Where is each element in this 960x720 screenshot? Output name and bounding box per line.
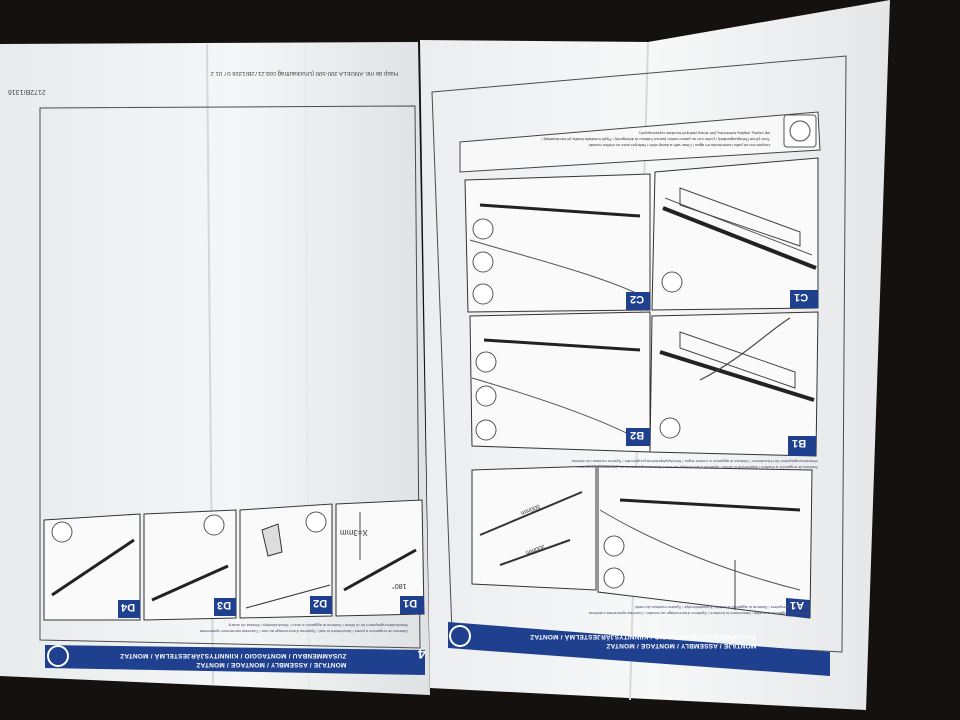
panel-b2 <box>469 311 651 453</box>
panel-b1 <box>649 311 819 457</box>
panel-label-b2: B2 <box>630 429 645 441</box>
left-step-header: MONTAJE / ASSEMBLY / MONTAGE / MONTAZ ZU… <box>120 652 347 668</box>
panel-a1 <box>597 465 813 619</box>
footer-print-line: Hasp de mil. ANGELA 300-500 (Druckauftra… <box>210 70 398 76</box>
panel-label-b1: B1 <box>792 437 807 449</box>
right-step-number: 4 <box>818 651 830 673</box>
panel-label-d2: D2 <box>313 597 328 609</box>
document-code: 2172B/1316 <box>8 88 46 95</box>
panel-label-d4: D4 <box>121 601 136 613</box>
care-note-text: Limpiar con un paño humedecido en agua /… <box>541 131 770 148</box>
left-step-number: 4 <box>418 646 426 662</box>
panel-d1 <box>335 499 425 617</box>
right-step-header: MONTAJE / ASSEMBLY / MONTAGE / MONTAZ ZU… <box>530 633 757 649</box>
left-step-subtitle: Sistema de enganche a pared / Attachment… <box>199 623 408 634</box>
right-step-subtitle-b: Sistema de enganche a madera / Attachmen… <box>571 459 818 470</box>
care-note-box <box>459 111 821 173</box>
panel-dimensions <box>471 465 597 591</box>
panel-label-a1: A1 <box>790 599 805 611</box>
angle-label: 180° <box>392 582 407 589</box>
panel-label-c1: C1 <box>794 291 809 303</box>
panel-label-d3: D3 <box>217 599 232 611</box>
dim-label-x: X=3mm <box>340 528 368 537</box>
panel-d2 <box>239 503 333 619</box>
panel-c1 <box>651 157 819 311</box>
panel-label-d1: D1 <box>403 597 418 609</box>
panel-label-c2: C2 <box>630 293 645 305</box>
right-step-subtitle-a: Sistema de enganche a mueble / Attachmen… <box>588 605 810 616</box>
panel-d3 <box>143 509 237 621</box>
panel-d4 <box>43 513 141 621</box>
panel-c2 <box>464 173 651 313</box>
